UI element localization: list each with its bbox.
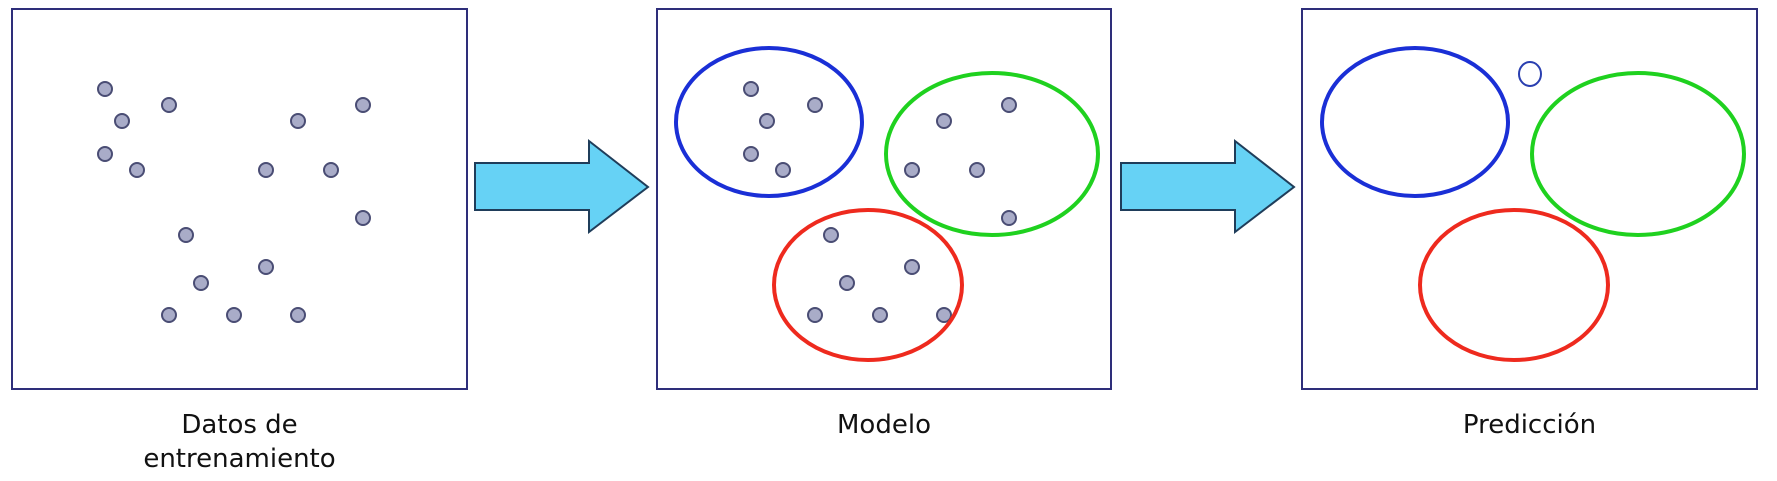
new-data-point (1518, 61, 1542, 87)
data-point (969, 162, 985, 178)
data-point (226, 307, 242, 323)
arrow-right-icon (1120, 138, 1296, 235)
data-point (323, 162, 339, 178)
data-point (807, 97, 823, 113)
caption-training-line-1: Datos de (181, 410, 298, 440)
arrow-right-icon (474, 138, 650, 235)
data-point (114, 113, 130, 129)
data-point (759, 113, 775, 129)
data-point (1001, 210, 1017, 226)
data-point (290, 113, 306, 129)
data-point (1001, 97, 1017, 113)
caption-model-line-1: Modelo (837, 410, 931, 440)
data-point (839, 275, 855, 291)
panel-prediction (1301, 8, 1758, 390)
panel-training-frame (11, 8, 468, 390)
data-point (129, 162, 145, 178)
cluster-blue (1320, 46, 1510, 198)
data-point (743, 146, 759, 162)
caption-training-line-2: entrenamiento (143, 444, 336, 474)
data-point (258, 259, 274, 275)
data-point (872, 307, 888, 323)
data-point (936, 113, 952, 129)
data-point (161, 97, 177, 113)
data-point (161, 307, 177, 323)
data-point (258, 162, 274, 178)
cluster-green (1530, 71, 1746, 237)
panel-model-frame (656, 8, 1112, 390)
data-point (823, 227, 839, 243)
caption-model: Modelo (657, 408, 1111, 442)
caption-training: Datos de entrenamiento (12, 408, 467, 476)
data-point (904, 259, 920, 275)
data-point (290, 307, 306, 323)
cluster-green (884, 71, 1100, 237)
caption-prediction-line-1: Predicción (1462, 410, 1597, 440)
data-point (193, 275, 209, 291)
data-point (775, 162, 791, 178)
panel-model (656, 8, 1112, 390)
data-point (904, 162, 920, 178)
data-point (936, 307, 952, 323)
cluster-red (1418, 208, 1610, 362)
data-point (355, 97, 371, 113)
data-point (178, 227, 194, 243)
panel-training (11, 8, 468, 390)
cluster-red (772, 208, 964, 362)
data-point (97, 146, 113, 162)
data-point (807, 307, 823, 323)
data-point (743, 81, 759, 97)
data-point (97, 81, 113, 97)
data-point (355, 210, 371, 226)
caption-prediction: Predicción (1302, 408, 1757, 442)
cluster-blue (674, 46, 864, 198)
